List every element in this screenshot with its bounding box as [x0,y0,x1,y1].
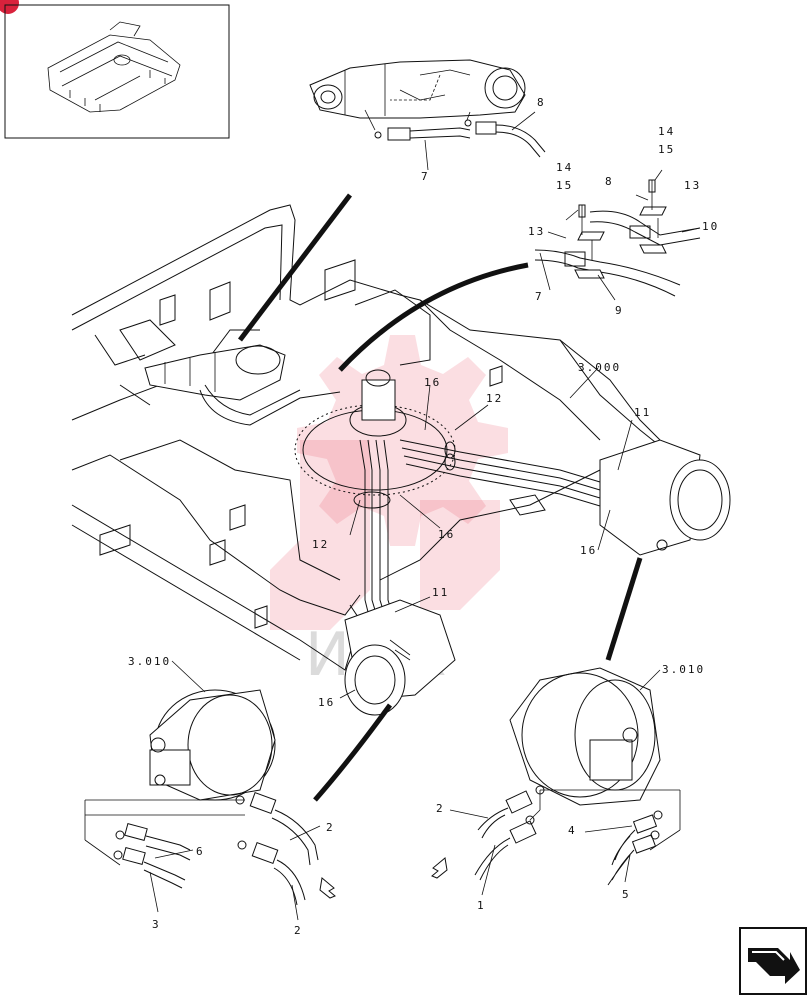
label-9: 9 [615,304,624,317]
frame-cylinder [144,344,341,426]
clamp-detail [534,179,701,297]
label-2: 2 [326,821,335,834]
label-3010: 3.010 [662,663,705,676]
label-14: 14 [658,125,675,138]
label-16: 16 [424,376,441,389]
leader-heavy-2 [338,262,529,372]
undercarriage-frame [71,204,666,671]
red-corner-badge [0,0,19,14]
label-2: 2 [294,924,303,937]
label-2: 2 [436,802,445,815]
label-15: 15 [658,143,675,156]
label-3010: 3.010 [128,655,171,668]
label-14: 14 [556,161,573,174]
label-8: 8 [537,96,546,109]
leader-heavy-1 [238,193,352,342]
label-16: 16 [438,528,455,541]
leader-8-top [511,111,536,131]
label-16: 16 [580,544,597,557]
leader-7-top [424,139,429,171]
label-12: 12 [486,392,503,405]
label-5: 5 [622,888,631,901]
final-drive-right-frame [599,439,731,556]
label-leaders [149,169,701,921]
label-15: 15 [556,179,573,192]
label-10: 10 [702,220,719,233]
final-drive-bottom-right [431,667,681,886]
label-3: 3 [152,918,161,931]
label-7: 7 [421,170,430,183]
thumbnail-inset [4,4,230,139]
label-4: 4 [568,824,577,837]
label-7: 7 [535,290,544,303]
swivel-cylinder-top [309,59,546,158]
label-13: 13 [684,179,701,192]
leader-heavy-3 [605,557,643,661]
label-13: 13 [528,225,545,238]
leader-heavy-4 [313,703,393,802]
label-6: 6 [196,845,205,858]
next-page-arrow-icon[interactable] [739,927,807,995]
label-16: 16 [318,696,335,709]
label-12: 12 [312,538,329,551]
final-drive-left-frame [344,599,456,716]
final-drive-bottom-left [84,689,336,906]
label-1: 1 [477,899,486,912]
label-8: 8 [605,175,614,188]
label-11: 11 [432,586,449,599]
watermark-gear [270,335,508,630]
label-11: 11 [634,406,651,419]
label-3000: 3.000 [578,361,621,374]
